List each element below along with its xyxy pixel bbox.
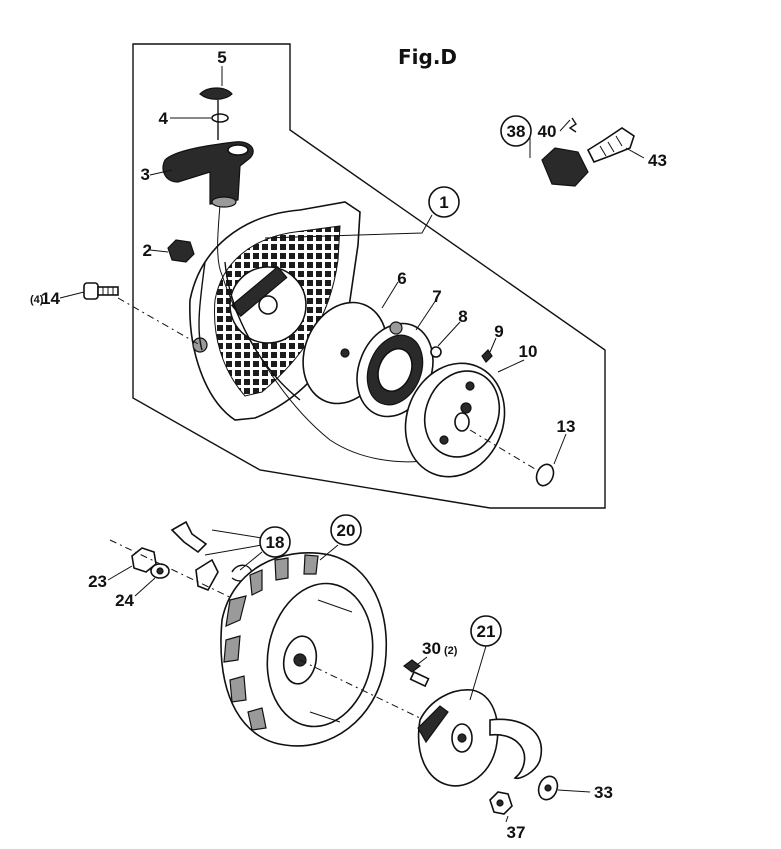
starter-rope bbox=[217, 204, 431, 463]
screw-9 bbox=[481, 349, 493, 363]
callout-2: 2 bbox=[143, 241, 152, 260]
rope-knot bbox=[199, 87, 233, 140]
callout-9: 9 bbox=[494, 322, 503, 341]
callout-13: 13 bbox=[557, 417, 576, 436]
callout-5: 5 bbox=[217, 48, 226, 67]
pulley-10 bbox=[404, 362, 506, 478]
spark-plug-cap-38 bbox=[541, 147, 589, 187]
ignition-coil-21 bbox=[417, 689, 543, 787]
svg-text:18: 18 bbox=[266, 533, 285, 552]
assembly-boundary bbox=[132, 43, 606, 509]
starter-handle bbox=[162, 141, 254, 208]
callout-3: 3 bbox=[141, 165, 150, 184]
svg-text:21: 21 bbox=[477, 622, 496, 641]
callout-10: 10 bbox=[519, 342, 538, 361]
spark-plug-43 bbox=[586, 127, 635, 164]
circlip-13 bbox=[535, 463, 555, 487]
svg-text:(2): (2) bbox=[444, 645, 458, 657]
nut-2 bbox=[167, 239, 195, 263]
callout-4: 4 bbox=[159, 109, 169, 128]
clip-8 bbox=[430, 346, 442, 358]
callout-18: 18 bbox=[259, 526, 291, 558]
flywheel-axis bbox=[299, 659, 456, 736]
svg-text:38: 38 bbox=[507, 122, 526, 141]
pulley-axis bbox=[469, 429, 546, 476]
flywheel-20 bbox=[220, 552, 388, 747]
callout-7: 7 bbox=[432, 287, 441, 306]
svg-text:20: 20 bbox=[337, 521, 356, 540]
svg-text:1: 1 bbox=[439, 193, 448, 212]
leader-lines bbox=[59, 66, 645, 823]
callout-1: 1 bbox=[428, 186, 460, 218]
callout-8: 8 bbox=[458, 307, 467, 326]
callout-23: 23 bbox=[88, 572, 107, 591]
screw-axis-14 bbox=[117, 297, 201, 346]
svg-text:30: 30 bbox=[422, 639, 441, 658]
nut-37 bbox=[489, 791, 513, 815]
screw-14 bbox=[83, 282, 119, 300]
washer-33 bbox=[537, 775, 559, 801]
figure-title: Fig.D bbox=[398, 45, 457, 69]
washer-4 bbox=[211, 113, 229, 123]
callout-20: 20 bbox=[330, 514, 362, 546]
spring-40 bbox=[568, 117, 577, 133]
callout-24: 24 bbox=[115, 591, 134, 610]
callout-38: 38 bbox=[500, 115, 532, 147]
svg-text:(4): (4) bbox=[30, 294, 44, 306]
svg-text:14: 14 bbox=[41, 289, 60, 308]
callout-6: 6 bbox=[397, 269, 406, 288]
callout-21: 21 bbox=[470, 615, 502, 647]
bolts-30 bbox=[403, 659, 430, 688]
callout-14: (4) 14 bbox=[30, 289, 60, 308]
pawl-assembly-18 bbox=[170, 520, 253, 592]
callout-40: 40 bbox=[538, 122, 557, 141]
callout-37: 37 bbox=[507, 823, 526, 842]
callout-30: 30 (2) bbox=[422, 639, 458, 658]
callout-33: 33 bbox=[594, 783, 613, 802]
callout-43: 43 bbox=[648, 151, 667, 170]
